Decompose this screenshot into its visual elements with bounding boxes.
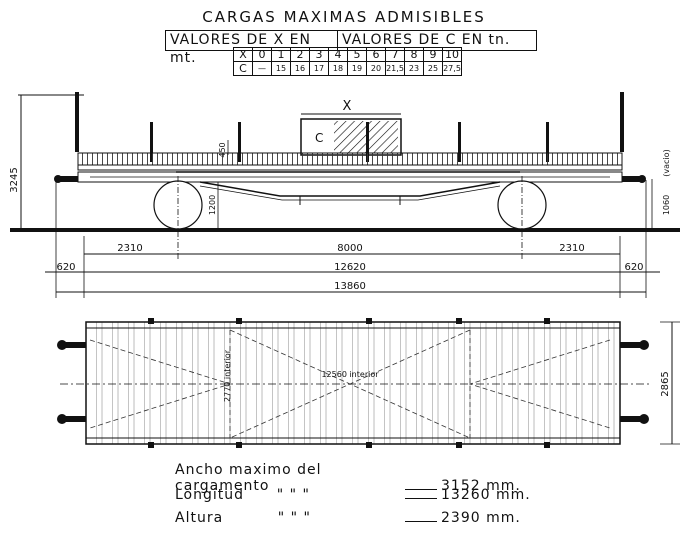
dim-total-length: 13860	[334, 281, 366, 292]
summary-length-ditto: " " "	[276, 487, 310, 503]
plan-buffers	[57, 340, 649, 424]
summary-width-label: Ancho maximo del cargamento	[175, 462, 322, 494]
plan-bracing	[89, 329, 611, 439]
summary-length-line: Longitud " " " 13260 mm.	[175, 487, 531, 503]
dim-stake-height: 450	[218, 142, 227, 157]
empty-label: (vacio)	[662, 149, 671, 176]
fish-belly-frame	[199, 181, 501, 197]
dim-end-right: 2310	[559, 243, 584, 254]
subtitle-c-values: VALORES DE C EN tn.	[337, 30, 537, 51]
summary-blank	[405, 498, 437, 499]
cargo-c-label: C	[315, 131, 323, 145]
wagon-deck	[77, 152, 623, 166]
dim-floor-height: 1200	[208, 195, 217, 215]
summary-height-label: Altura " " "	[175, 510, 405, 526]
dim-height-total: 3245	[9, 167, 20, 192]
side-stakes	[150, 122, 549, 162]
summary-length-text: Longitud	[175, 487, 245, 503]
load-table-c-cell: —	[252, 61, 272, 76]
side-view: 3245 X C 450	[9, 92, 680, 298]
sole-bar	[77, 164, 623, 171]
load-table-x-cell: 10	[442, 47, 462, 62]
summary-height-text: Altura	[175, 510, 224, 526]
summary-width-value: 3152 mm.	[441, 478, 521, 494]
summary-length-value: 13260 mm.	[441, 487, 531, 503]
cargo-x-label: X	[343, 99, 352, 114]
dim-total-width: 2865	[660, 371, 671, 396]
dim-buffer-height: 1060	[662, 195, 671, 215]
load-table: X 0 1 2 3 4 5 6 7 8 9 10 C — 15 16 17 18…	[233, 47, 462, 76]
summary-length-label: Longitud " " "	[175, 487, 405, 503]
diagram-title: CARGAS MAXIMAS ADMISIBLES	[202, 8, 486, 26]
buffers-left	[54, 175, 78, 183]
dim-inner-length: 12560 interior	[321, 370, 379, 379]
dim-center: 8000	[337, 243, 362, 254]
load-table-c-row: C — 15 16 17 18 19 20 21,5 23 25 27,5	[233, 61, 462, 76]
plan-stake-pockets	[148, 318, 550, 448]
summary-blank	[405, 489, 437, 490]
summary-blank	[405, 521, 437, 522]
dim-overhang-left: 620	[56, 262, 75, 273]
summary-height-ditto: " " "	[277, 510, 311, 526]
load-table-x-row: X 0 1 2 3 4 5 6 7 8 9 10	[233, 47, 462, 62]
plan-view: 12560 interior 2770 interior 2865	[57, 318, 680, 448]
end-stanchion-right	[620, 92, 624, 152]
rail-line	[10, 228, 680, 232]
dim-end-left: 2310	[117, 243, 142, 254]
dim-inner-width: 2770 interior	[223, 349, 232, 402]
buffers-right	[622, 175, 646, 183]
summary-width-line: Ancho maximo del cargamento 3152 mm.	[175, 462, 521, 494]
summary-height-value: 2390 mm.	[441, 510, 521, 526]
end-stanchion-left	[75, 92, 79, 152]
load-table-c-cell: 27,5	[442, 61, 462, 76]
dim-overhang-right: 620	[624, 262, 643, 273]
dim-bogie-span: 12620	[334, 262, 366, 273]
summary-height-line: Altura " " " 2390 mm.	[175, 510, 521, 526]
